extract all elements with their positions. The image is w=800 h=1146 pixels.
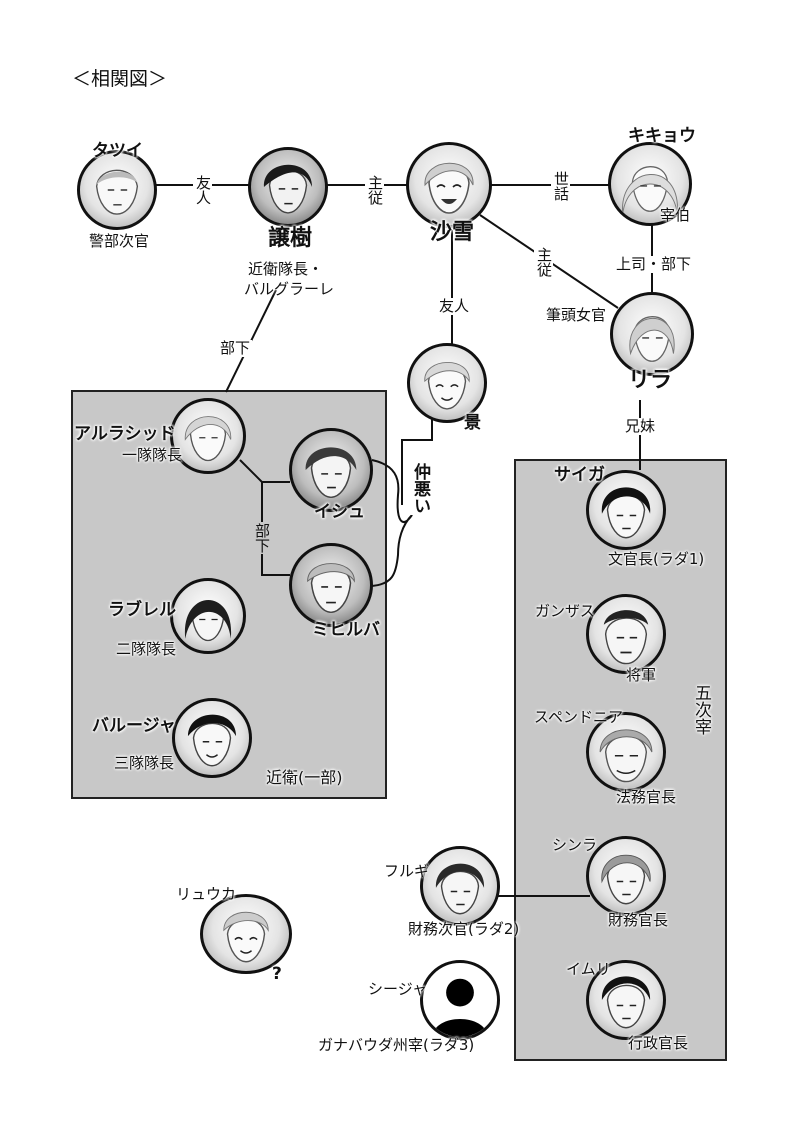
imuri-name: イムリ	[566, 960, 611, 978]
line-alrashid-ishu-mihiruba	[239, 459, 290, 576]
tatsui-role: 警部次官	[89, 232, 150, 250]
shinra-name: シンラ	[552, 836, 598, 854]
jouju-name: 譲樹	[268, 226, 313, 251]
ministers-group-label: 五次宰	[691, 684, 711, 735]
imuri-portrait	[586, 960, 666, 1040]
relation-friend-tatsui-jouju: 友人	[193, 174, 212, 206]
furugi-role: 財務次官(ラダ2)	[408, 920, 520, 938]
ganzasu-name: ガンザス	[535, 602, 595, 620]
ryuuka-name: リュウカ	[176, 885, 237, 903]
ganzasu-portrait	[586, 594, 666, 674]
relation-master-jouju-sayuki: 主従	[365, 174, 384, 206]
relation-friend-sayuki-kei: 友人	[437, 297, 472, 315]
rira-role: 筆頭女官	[546, 306, 607, 324]
ryuuka-portrait	[200, 894, 292, 974]
rival-brace	[371, 459, 413, 587]
ryuuka-note: ?	[272, 964, 282, 984]
guard-group-label: 近衛(一部)	[266, 768, 343, 787]
barujya-name: バルージャ	[92, 716, 176, 736]
alrashid-name: アルラシッド	[74, 424, 176, 444]
rabururu-role: 二隊隊長	[116, 640, 177, 658]
relation-master-sayuki-rira: 主従	[534, 246, 553, 278]
ishu-name: イシュ	[314, 502, 365, 522]
supendo-name: スペンドニア	[534, 708, 623, 726]
tatsui-portrait	[77, 150, 157, 230]
barujya-role: 三隊隊長	[114, 754, 175, 772]
supendo-portrait	[586, 712, 666, 792]
furugi-name: フルギ	[384, 862, 430, 880]
kei-name: 景	[464, 413, 481, 433]
relation-siblings-rira-saiga: 兄妹	[623, 417, 658, 435]
rabururu-portrait	[170, 578, 246, 654]
relation-sub-alrashid: 部下	[252, 522, 271, 554]
kikyou-name: キキョウ	[628, 126, 696, 146]
page-title: ＜相関図＞	[72, 68, 168, 90]
relation-boss-kikyou-rira: 上司・部下	[614, 255, 694, 273]
shinra-role: 財務官長	[608, 911, 669, 929]
shijya-portrait	[420, 960, 500, 1040]
jouju-role-line1: 近衛隊長・	[248, 260, 324, 278]
kikyou-role: 宰伯	[660, 206, 691, 224]
ishu-portrait	[289, 428, 373, 512]
mihiruba-portrait	[289, 543, 373, 627]
alrashid-portrait	[170, 398, 246, 474]
saiga-name: サイガ	[554, 465, 605, 485]
shijya-role: ガナバウダ州宰(ラダ3)	[318, 1036, 475, 1054]
mihiruba-name: ミヒルバ	[312, 620, 380, 640]
line-kei-rivals	[401, 418, 433, 505]
relation-care-sayuki-kikyou: 世話	[551, 170, 570, 202]
rira-name: リラ	[628, 368, 673, 393]
sayuki-portrait	[406, 142, 492, 228]
shijya-name: シージャ	[368, 980, 427, 998]
relation-rivals: 仲悪い	[409, 462, 430, 515]
sayuki-name: 沙雪	[430, 220, 475, 245]
kei-portrait	[407, 343, 487, 423]
jouju-portrait	[248, 147, 328, 227]
imuri-role: 行政官長	[628, 1034, 689, 1052]
kikyou-portrait	[608, 142, 692, 226]
saiga-role: 文官長(ラダ1)	[608, 550, 705, 568]
rira-portrait	[610, 292, 694, 376]
ganzasu-role: 将軍	[626, 666, 657, 684]
jouju-role-line2: バルグラーレ	[244, 280, 335, 298]
furugi-portrait	[420, 846, 500, 926]
tatsui-name: タツイ	[92, 141, 143, 161]
rabururu-name: ラブレル	[108, 600, 176, 620]
barujya-portrait	[172, 698, 252, 778]
relation-sub-jouju-guard: 部下	[218, 339, 253, 357]
shinra-portrait	[586, 836, 666, 916]
supendo-role: 法務官長	[616, 788, 677, 806]
saiga-portrait	[586, 470, 666, 550]
alrashid-role: 一隊隊長	[122, 446, 183, 464]
